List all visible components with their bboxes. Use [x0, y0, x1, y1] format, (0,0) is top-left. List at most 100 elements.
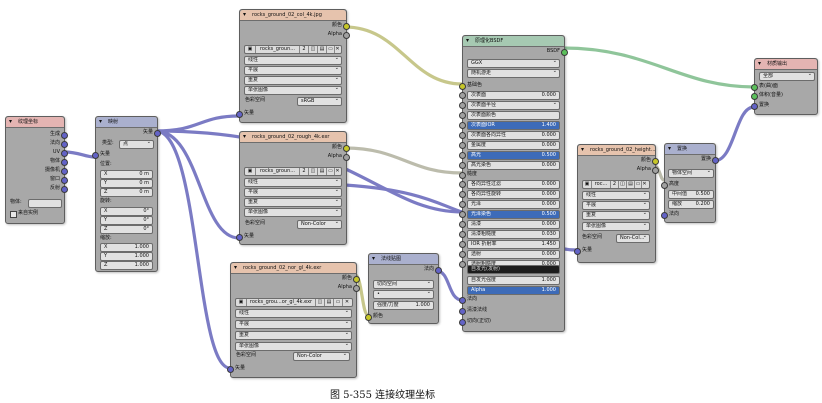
node-header[interactable]: rocks_ground_02_height... [578, 145, 655, 156]
input-socket[interactable] [751, 93, 758, 100]
output-socket[interactable] [343, 154, 350, 161]
image-texture-color-node[interactable]: rocks_ground_02_col_4k.jpg 颜色 Alpha ▣ ro… [236, 9, 350, 123]
image-selector[interactable]: ▣ rocks_groun... 2 ◫ ▤ ▭ ✕ [244, 45, 342, 54]
image-name[interactable]: rocks_groun... [256, 168, 300, 175]
mapping-node[interactable]: 映射 矢量 类型: 点 矢量 位置: X0 m Y0 m Z0 m 旋转: X0… [92, 116, 161, 272]
input-socket[interactable] [459, 297, 466, 304]
image-name[interactable]: rocks_groun... [256, 46, 300, 53]
image-selector[interactable]: ▣ rocks_grou...or_gl_4k.exr ◫ ▤ ▭ ✕ [235, 298, 353, 307]
new-image-icon[interactable]: ▤ [627, 181, 635, 188]
bsdf-input-field[interactable]: 次表面半径 [467, 101, 560, 110]
input-socket[interactable] [751, 84, 758, 91]
node-header[interactable]: 原理化BSDF [463, 36, 564, 47]
space-dropdown[interactable]: 物体空间 [668, 169, 714, 178]
output-socket[interactable] [154, 130, 161, 137]
input-socket[interactable] [459, 231, 466, 238]
output-socket[interactable] [61, 150, 68, 157]
open-folder-icon[interactable]: ▭ [327, 168, 335, 175]
image-browse-icon[interactable]: ▣ [245, 168, 256, 175]
output-socket[interactable] [61, 186, 68, 193]
normal-map-node[interactable]: 法线贴图 法向 切向空间 • 强度/力度1.000 颜色 [365, 253, 442, 324]
input-socket[interactable] [661, 212, 668, 219]
output-socket[interactable] [343, 145, 350, 152]
input-socket[interactable] [459, 102, 466, 109]
projection-dropdown[interactable]: 平展 [582, 201, 650, 210]
input-socket[interactable] [459, 261, 466, 268]
node-header[interactable]: 法线贴图 [369, 254, 438, 265]
input-socket[interactable] [459, 132, 466, 139]
projection-dropdown[interactable]: 平展 [244, 188, 342, 197]
output-socket[interactable] [61, 141, 68, 148]
principled-bsdf-node[interactable]: 原理化BSDF BSDF GGX 随机游走 基础色 次表面0.000次表面半径次… [459, 35, 568, 332]
extension-dropdown[interactable]: 重复 [244, 198, 342, 207]
extension-dropdown[interactable]: 重复 [244, 76, 342, 85]
node-header[interactable]: 置换 [665, 144, 715, 155]
output-socket[interactable] [61, 168, 68, 175]
node-header[interactable]: rocks_ground_02_col_4k.jpg [240, 10, 346, 21]
space-dropdown[interactable]: 切向空间 [373, 280, 434, 289]
image-browse-icon[interactable]: ▣ [236, 299, 247, 306]
new-image-icon[interactable]: ▤ [318, 46, 327, 53]
image-selector[interactable]: ▣ rocks_groun... 2 ◫ ▤ ▭ ✕ [244, 167, 342, 176]
type-dropdown[interactable]: 点 [119, 140, 154, 149]
input-socket[interactable] [92, 152, 99, 159]
emission-color-field[interactable]: 自发光(发射) [467, 265, 560, 274]
open-folder-icon[interactable]: ▭ [334, 299, 343, 306]
input-socket[interactable] [459, 83, 466, 90]
input-socket[interactable] [459, 308, 466, 315]
input-socket[interactable] [459, 92, 466, 99]
input-socket[interactable] [365, 314, 372, 321]
input-socket[interactable] [459, 201, 466, 208]
distribution-dropdown[interactable]: GGX [467, 59, 560, 68]
output-socket[interactable] [652, 167, 659, 174]
input-socket[interactable] [227, 366, 234, 373]
input-socket[interactable] [459, 112, 466, 119]
target-dropdown[interactable]: 全部 [759, 72, 815, 81]
node-header[interactable]: rocks_ground_02_rough_4k.exr [240, 132, 346, 143]
output-socket[interactable] [61, 159, 68, 166]
open-folder-icon[interactable]: ▭ [327, 46, 335, 53]
unlink-icon[interactable]: ✕ [335, 168, 340, 174]
fake-user-icon[interactable]: ◫ [309, 168, 318, 175]
input-socket[interactable] [459, 191, 466, 198]
fake-user-icon[interactable]: ◫ [619, 181, 627, 188]
from-instancer-checkbox[interactable] [10, 211, 17, 218]
node-header[interactable]: 材质输出 [755, 59, 817, 70]
input-socket[interactable] [459, 162, 466, 169]
new-image-icon[interactable]: ▤ [318, 168, 327, 175]
unlink-icon[interactable]: ✕ [344, 299, 350, 305]
output-socket[interactable] [712, 157, 719, 164]
object-field[interactable] [28, 199, 62, 208]
source-dropdown[interactable]: 单张图像 [244, 86, 342, 95]
node-header[interactable]: rocks_ground_02_nor_gl_4k.exr [231, 263, 356, 274]
output-socket[interactable] [343, 23, 350, 30]
image-browse-icon[interactable]: ▣ [583, 181, 592, 188]
new-image-icon[interactable]: ▤ [325, 299, 334, 306]
interpolation-dropdown[interactable]: 线性 [582, 191, 650, 200]
image-browse-icon[interactable]: ▣ [245, 46, 256, 53]
projection-dropdown[interactable]: 平展 [244, 66, 342, 75]
input-socket[interactable] [661, 182, 668, 189]
bsdf-input-field[interactable]: 次表面颜色 [467, 111, 560, 120]
node-header[interactable]: 纹理坐标 [6, 117, 64, 128]
input-socket[interactable] [574, 248, 581, 255]
input-socket[interactable] [459, 142, 466, 149]
texture-coordinate-node[interactable]: 纹理坐标 生成 法向 UV 物体 摄像机 窗口 反射 物体: 来自实例 [5, 116, 68, 224]
input-socket[interactable] [459, 221, 466, 228]
input-socket[interactable] [459, 319, 466, 326]
interpolation-dropdown[interactable]: 线性 [244, 56, 342, 65]
